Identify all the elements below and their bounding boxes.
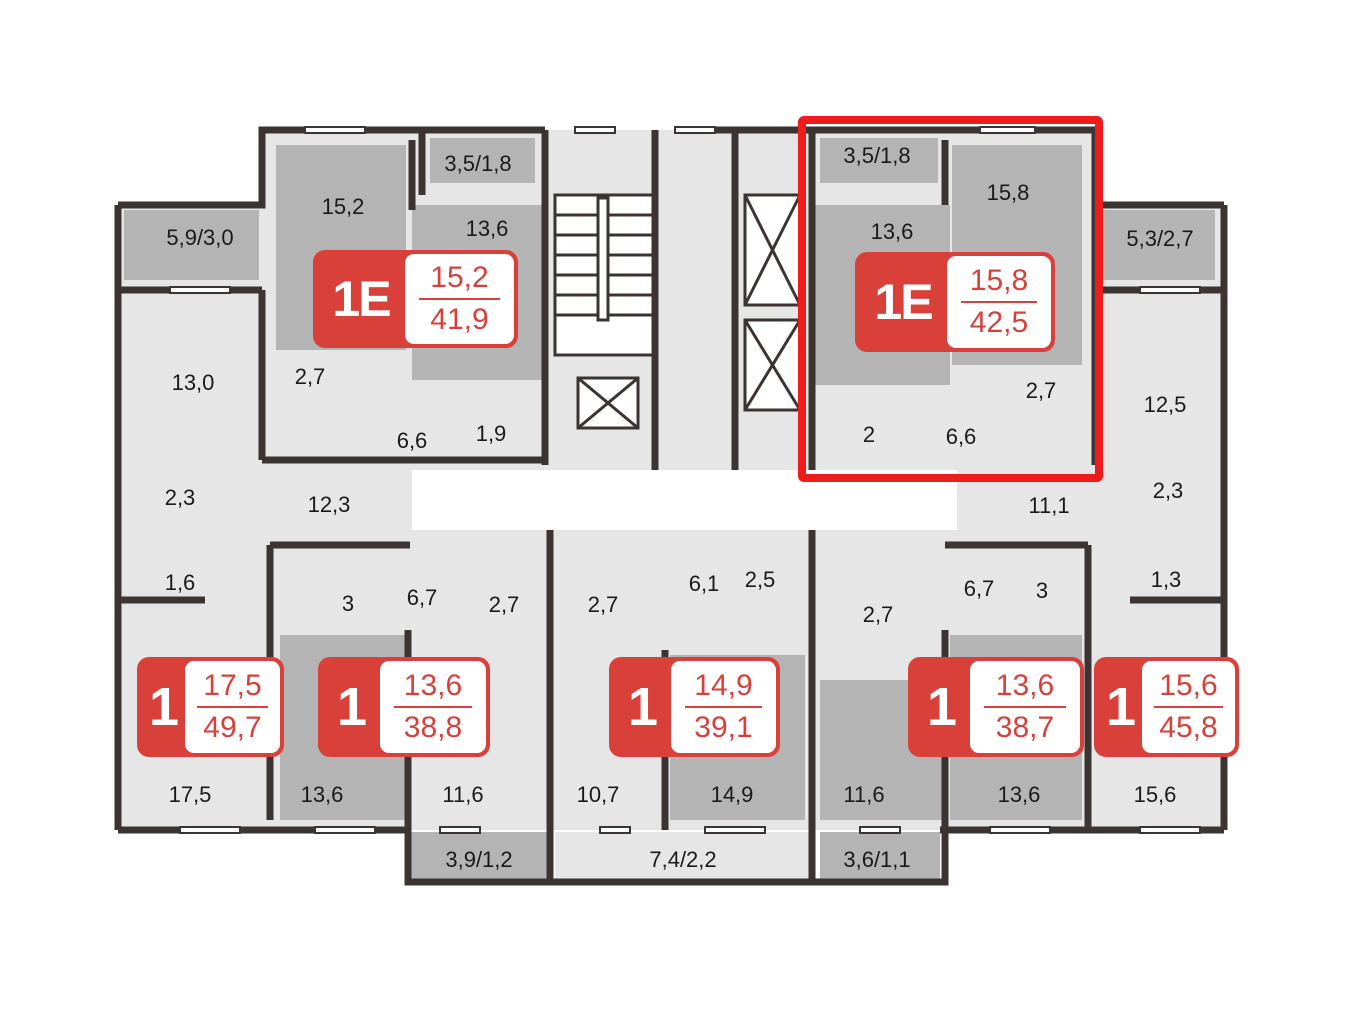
apartment-badge[interactable]: 1 13,6 38,7 bbox=[908, 657, 1084, 757]
room-label: 5,3/2,7 bbox=[1126, 226, 1193, 251]
apartment-areas: 15,8 42,5 bbox=[947, 256, 1051, 348]
room-label: 7,4/2,2 bbox=[649, 847, 716, 872]
room-label: 3 bbox=[342, 591, 354, 616]
room-fill bbox=[410, 832, 550, 882]
apartment-type: 1 bbox=[148, 677, 179, 737]
apartment-type: 1 bbox=[336, 677, 367, 737]
room-label: 5,9/3,0 bbox=[166, 225, 233, 250]
apartment-areas: 17,5 49,7 bbox=[185, 661, 280, 753]
living-area: 17,5 bbox=[203, 669, 262, 702]
room-label: 10,7 bbox=[577, 782, 620, 807]
apartment-areas: 13,6 38,8 bbox=[380, 661, 486, 753]
total-area: 38,8 bbox=[403, 711, 463, 744]
apartment-badge[interactable]: 1 17,5 49,7 bbox=[137, 657, 284, 757]
room-label: 6,6 bbox=[946, 424, 977, 449]
apartment-badge[interactable]: 1 14,9 39,1 bbox=[609, 657, 780, 757]
living-area: 15,8 bbox=[969, 264, 1029, 297]
apartment-badge[interactable]: 1E 15,2 41,9 bbox=[313, 250, 518, 348]
area-divider bbox=[684, 706, 763, 708]
room-fill bbox=[124, 210, 259, 280]
total-area: 45,8 bbox=[1159, 711, 1218, 744]
total-area: 49,7 bbox=[203, 711, 262, 744]
room-label: 13,6 bbox=[301, 782, 344, 807]
room-label: 6,1 bbox=[689, 571, 720, 596]
room-label: 12,5 bbox=[1144, 392, 1187, 417]
room-label: 13,0 bbox=[172, 370, 215, 395]
room-label: 2,7 bbox=[295, 364, 326, 389]
room-label: 15,8 bbox=[987, 180, 1030, 205]
room-label: 15,2 bbox=[322, 194, 365, 219]
room-label: 13,6 bbox=[466, 216, 509, 241]
apartment-type: 1E bbox=[332, 271, 391, 327]
room-fill bbox=[430, 138, 535, 183]
total-area: 39,1 bbox=[694, 711, 753, 744]
room-label: 3,9/1,2 bbox=[445, 847, 512, 872]
room-label: 2,3 bbox=[1153, 478, 1184, 503]
apartment-areas: 14,9 39,1 bbox=[671, 661, 776, 753]
room-label: 11,6 bbox=[843, 782, 884, 807]
total-area: 41,9 bbox=[430, 303, 489, 336]
living-area: 15,6 bbox=[1159, 669, 1218, 702]
room-label: 2 bbox=[863, 422, 875, 447]
room-label: 2,7 bbox=[489, 592, 520, 617]
area-divider bbox=[419, 298, 500, 300]
apartment-type: 1 bbox=[926, 677, 957, 737]
apartment-badge[interactable]: 1 15,6 45,8 bbox=[1094, 657, 1239, 757]
area-divider bbox=[1154, 706, 1223, 708]
room-label: 6,7 bbox=[964, 576, 995, 601]
total-area: 38,7 bbox=[995, 711, 1055, 744]
apartment-areas: 13,6 38,7 bbox=[970, 661, 1080, 753]
room-fill bbox=[820, 832, 940, 882]
apartment-type: 1 bbox=[627, 677, 658, 737]
apartment-type: 1E bbox=[874, 274, 933, 330]
room-label: 1,9 bbox=[476, 421, 507, 446]
area-divider bbox=[197, 706, 268, 708]
windows bbox=[169, 126, 1201, 834]
selected-apartment-highlight[interactable] bbox=[798, 116, 1103, 482]
apartment-areas: 15,6 45,8 bbox=[1142, 661, 1235, 753]
room-label: 3 bbox=[1036, 578, 1048, 603]
area-divider bbox=[984, 706, 1066, 708]
apartment-areas: 15,2 41,9 bbox=[405, 254, 514, 344]
area-divider bbox=[393, 706, 473, 708]
room-label: 3,5/1,8 bbox=[843, 143, 910, 168]
room-label: 6,6 bbox=[397, 428, 428, 453]
living-area: 14,9 bbox=[694, 669, 753, 702]
room-label: 17,5 bbox=[169, 782, 212, 807]
apartment-type: 1 bbox=[1105, 677, 1136, 737]
room-labels: 5,9/3,0 15,2 3,5/1,8 13,6 13,0 2,7 6,6 1… bbox=[165, 143, 1194, 872]
stair-lift-core bbox=[553, 193, 802, 430]
room-label: 6,7 bbox=[407, 585, 438, 610]
apartment-badge[interactable]: 1 13,6 38,8 bbox=[318, 657, 490, 757]
room-label: 13,6 bbox=[998, 782, 1041, 807]
room-label: 12,3 bbox=[308, 492, 351, 517]
area-divider bbox=[960, 301, 1038, 303]
balcony-fill bbox=[555, 832, 810, 882]
room-label: 2,3 bbox=[165, 485, 196, 510]
living-area: 13,6 bbox=[403, 669, 463, 702]
room-label: 11,1 bbox=[1028, 493, 1069, 518]
room-fill bbox=[1100, 210, 1215, 280]
apartment-badge-selected[interactable]: 1E 15,8 42,5 bbox=[855, 252, 1055, 352]
room-label: 2,5 bbox=[745, 567, 776, 592]
room-label: 3,5/1,8 bbox=[444, 151, 511, 176]
room-label: 15,6 bbox=[1134, 782, 1177, 807]
room-label: 1,6 bbox=[165, 570, 196, 595]
room-label: 13,6 bbox=[871, 219, 914, 244]
living-area: 15,2 bbox=[430, 261, 489, 294]
room-label: 11,6 bbox=[442, 782, 483, 807]
room-label: 14,9 bbox=[711, 782, 754, 807]
room-label: 2,7 bbox=[863, 602, 894, 627]
room-fill bbox=[820, 138, 938, 183]
room-label: 3,6/1,1 bbox=[843, 847, 910, 872]
total-area: 42,5 bbox=[969, 306, 1029, 339]
room-label: 2,7 bbox=[588, 592, 619, 617]
room-label: 2,7 bbox=[1026, 378, 1057, 403]
room-label: 1,3 bbox=[1151, 567, 1182, 592]
living-area: 13,6 bbox=[995, 669, 1055, 702]
